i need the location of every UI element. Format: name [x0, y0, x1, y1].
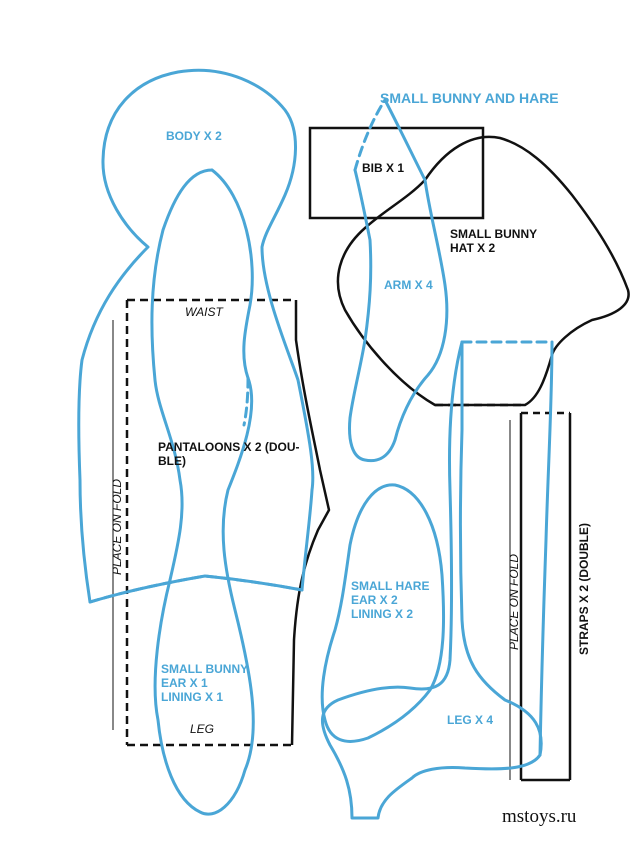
body-label: BODY X 2: [166, 129, 222, 143]
hat-label-line1: SMALL BUNNY: [450, 227, 537, 241]
straps-piece: [509, 411, 572, 782]
pantaloons-label-line1: PANTALOONS X 2 (DOU-: [158, 440, 300, 454]
hare-ear-label-line1: SMALL HARE: [351, 579, 429, 593]
arm-dashed-top: [353, 98, 387, 172]
bib-piece: [308, 126, 485, 220]
bunny-ear-dashed: [242, 376, 250, 427]
pantaloons-piece: [112, 298, 331, 747]
place-on-fold-left-label: PLACE ON FOLD: [110, 479, 124, 575]
hat-piece: [336, 135, 630, 407]
hare-ear-piece: [320, 483, 446, 743]
diagram-title: SMALL BUNNY AND HARE: [380, 90, 559, 106]
bunny-ear-label-line3: LINING X 1: [161, 690, 223, 704]
hare-ear-label-line3: LINING X 2: [351, 607, 413, 621]
bib-label: BIB X 1: [362, 161, 404, 175]
hare-ear-label-line2: EAR X 2: [351, 593, 398, 607]
watermark: mstoys.ru: [502, 806, 577, 827]
arm-piece: [348, 98, 449, 463]
waist-label: WAIST: [185, 305, 224, 319]
pantaloons-label-line2: BLE): [158, 454, 186, 468]
leg-right-edge: [538, 340, 554, 757]
body-piece: [77, 68, 315, 604]
body-dashed-base: [88, 574, 304, 604]
bunny-ear-piece: [150, 168, 255, 816]
bunny-ear-label-line1: SMALL BUNNY: [161, 662, 248, 676]
bunny-ear-label-line2: EAR X 1: [161, 676, 208, 690]
leg-piece-label: LEG X 4: [447, 713, 493, 727]
arm-label: ARM X 4: [384, 278, 433, 292]
hat-label-line2: HAT X 2: [450, 241, 495, 255]
leg-piece: [321, 340, 543, 820]
pantaloons-leg-label: LEG: [190, 722, 214, 736]
place-on-fold-right-label: PLACE ON FOLD: [507, 554, 521, 650]
straps-label: STRAPS X 2 (DOUBLE): [577, 523, 591, 655]
